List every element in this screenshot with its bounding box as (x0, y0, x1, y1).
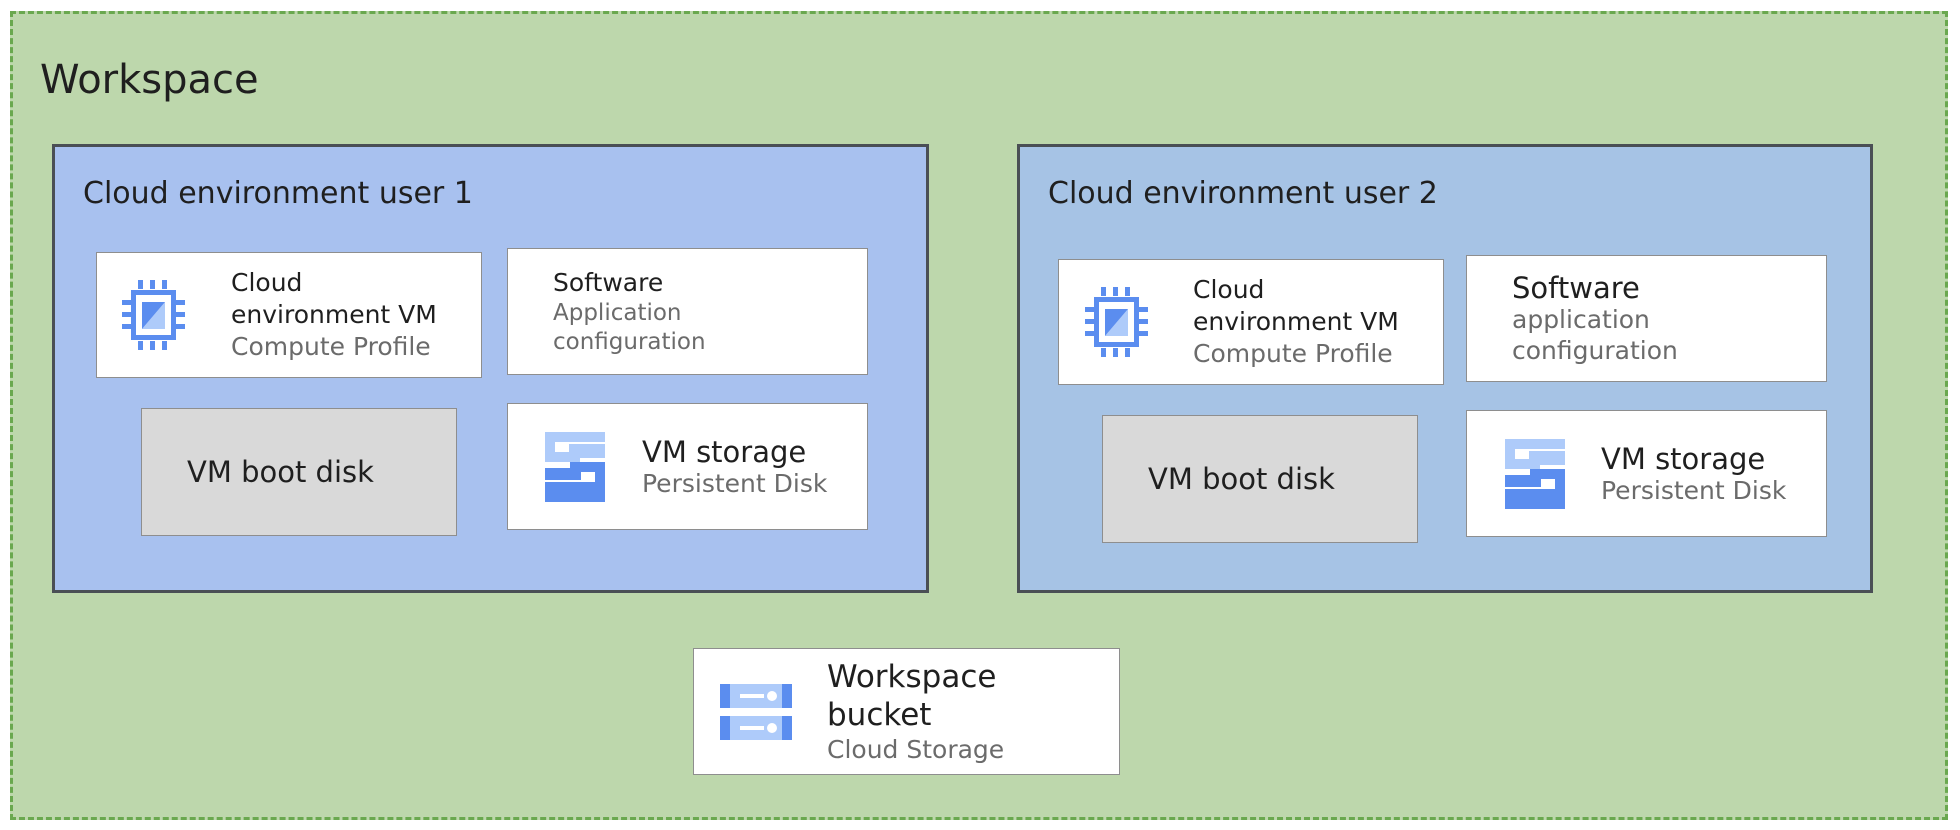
env1-software-title: Software (553, 268, 664, 297)
persistent-disk-icon (545, 432, 605, 502)
env2-storage-subtitle: Persistent Disk (1601, 476, 1787, 505)
compute-chip-icon (1085, 287, 1148, 357)
env1-storage-card (507, 403, 868, 530)
compute-chip-icon (122, 280, 185, 350)
env2-vm-subtitle: Compute Profile (1193, 339, 1393, 368)
env1-storage-subtitle: Persistent Disk (642, 469, 828, 498)
env2-software-line2: configuration (1512, 336, 1678, 365)
env2-boot-disk (1102, 415, 1418, 543)
env2-vm-title-line2: environment VM (1193, 307, 1399, 336)
env2-software-card (1466, 255, 1827, 382)
env2-software-line1: application (1512, 305, 1650, 334)
bucket-title-line2: bucket (827, 697, 932, 733)
persistent-disk-icon (1505, 439, 1565, 509)
env1-vm-subtitle: Compute Profile (231, 332, 431, 361)
workspace-bucket-card (693, 648, 1120, 775)
env1-boot-disk-label: VM boot disk (187, 455, 374, 489)
env1-vm-title-line2: environment VM (231, 300, 437, 329)
env1-software-card (507, 248, 868, 375)
workspace-title: Workspace (40, 57, 259, 103)
env2-software-title: Software (1512, 271, 1640, 305)
env2-title: Cloud environment user 2 (1048, 176, 1438, 211)
env1-software-line1: Application (553, 300, 682, 326)
bucket-title-line1: Workspace (827, 659, 997, 695)
env2-storage-card (1466, 410, 1827, 537)
env1-vm-title-line1: Cloud (231, 268, 303, 297)
env2-storage-title: VM storage (1601, 442, 1766, 476)
env2-vm-title-line1: Cloud (1193, 275, 1265, 304)
env1-software-line2: configuration (553, 329, 706, 355)
env2-boot-disk-label: VM boot disk (1148, 462, 1335, 496)
cloud-storage-icon (720, 684, 792, 740)
bucket-subtitle: Cloud Storage (827, 735, 1005, 764)
env1-boot-disk (141, 408, 457, 536)
env1-title: Cloud environment user 1 (83, 176, 473, 211)
env1-storage-title: VM storage (642, 435, 807, 469)
